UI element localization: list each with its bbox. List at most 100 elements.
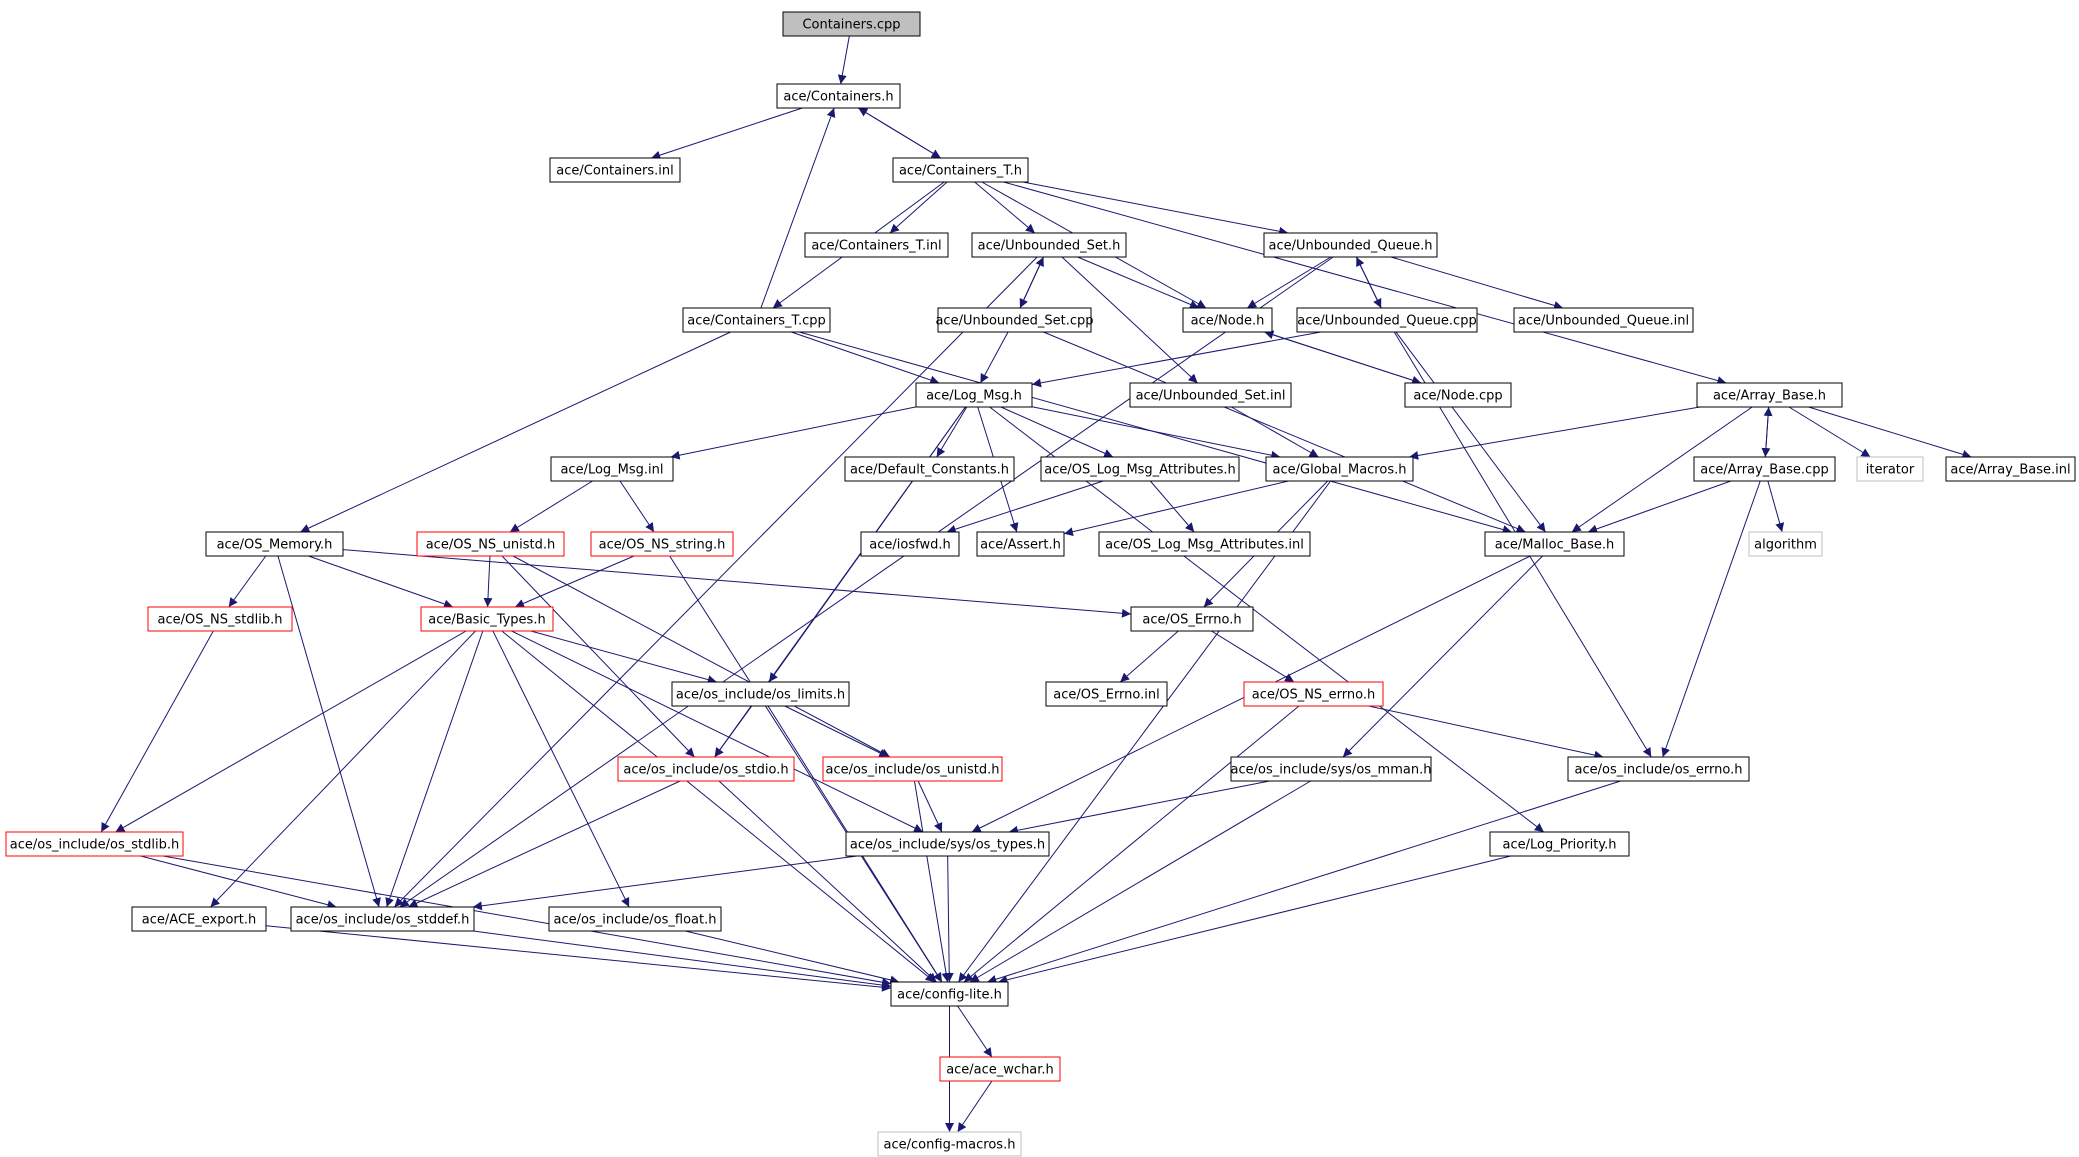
edge-n36-n47: [963, 705, 1300, 983]
node-ace-os-include-os-float-h[interactable]: ace/os_include/os_float.h: [548, 906, 722, 932]
node-ace-os-include-os-stddef-h[interactable]: ace/os_include/os_stddef.h: [290, 906, 475, 932]
edge-n32-n46: [492, 630, 630, 908]
node-ace-iosfwd-h[interactable]: ace/iosfwd.h: [860, 531, 960, 557]
node-box: [1696, 382, 1843, 408]
node-ace-default-constants-h[interactable]: ace/Default_Constants.h: [844, 456, 1015, 482]
node-ace-unbounded-set-inl[interactable]: ace/Unbounded_Set.inl: [1129, 382, 1292, 408]
edge-n34-n37: [714, 705, 753, 758]
node-ace-os-include-os-unistd-h[interactable]: ace/os_include/os_unistd.h: [822, 756, 1003, 782]
node-ace-os-log-msg-attributes-inl[interactable]: ace/OS_Log_Msg_Attributes.inl: [1098, 531, 1311, 557]
node-ace-os-include-os-errno-h[interactable]: ace/os_include/os_errno.h: [1567, 756, 1750, 782]
edge-n15-n19: [1409, 406, 1700, 460]
node-label: ace/Log_Msg.h: [926, 389, 1022, 404]
node-box: [1489, 831, 1630, 857]
node-box: [416, 531, 565, 557]
node-ace-node-cpp[interactable]: ace/Node.cpp: [1404, 382, 1512, 408]
node-ace-os-include-os-limits-h[interactable]: ace/os_include/os_limits.h: [671, 681, 850, 707]
edge-n12-n18: [1000, 406, 1114, 458]
edge-n12-n16: [670, 406, 917, 460]
node-ace-log-msg-h[interactable]: ace/Log_Msg.h: [915, 382, 1033, 408]
edge-n5-n9: [1077, 256, 1200, 309]
node-ace-config-macros-h[interactable]: ace/config-macros.h: [877, 1131, 1022, 1157]
edge-n15-n21: [1788, 406, 1871, 458]
edge-n37-n45: [408, 780, 681, 908]
node-ace-unbounded-queue-inl[interactable]: ace/Unbounded_Queue.inl: [1513, 307, 1694, 333]
node-ace-os-memory-h[interactable]: ace/OS_Memory.h: [205, 531, 344, 557]
edge-n6-n11: [1390, 256, 1564, 310]
node-ace-unbounded-queue-cpp[interactable]: ace/Unbounded_Queue.cpp: [1296, 307, 1478, 333]
edges-layer: [100, 35, 1972, 1133]
node-box: [1045, 681, 1168, 707]
node-ace-array-base-inl[interactable]: ace/Array_Base.inl: [1945, 456, 2076, 482]
edge-n37-n47: [718, 780, 937, 983]
node-ace-os-errno-inl[interactable]: ace/OS_Errno.inl: [1045, 681, 1168, 707]
edge-n25-n47: [669, 555, 943, 983]
node-ace-os-errno-h[interactable]: ace/OS_Errno.h: [1130, 606, 1254, 632]
node-ace-log-msg-inl[interactable]: ace/Log_Msg.inl: [550, 456, 674, 482]
edge-n24-n37: [501, 555, 695, 758]
node-ace-ace-export-h[interactable]: ace/ACE_export.h: [131, 906, 267, 932]
node-ace-config-lite-h[interactable]: ace/config-lite.h: [890, 981, 1009, 1007]
node-box: [1484, 531, 1625, 557]
edge-n12-n17: [936, 406, 968, 458]
edge-n16-n24: [509, 480, 593, 533]
node-box: [937, 307, 1092, 333]
node-label: ace/Containers_T.cpp: [687, 314, 825, 329]
node-ace-unbounded-queue-h[interactable]: ace/Unbounded_Queue.h: [1263, 232, 1438, 258]
node-ace-log-priority-h[interactable]: ace/Log_Priority.h: [1489, 831, 1630, 857]
node-ace-os-include-os-stdlib-h[interactable]: ace/os_include/os_stdlib.h: [5, 831, 184, 857]
edge-n20-n29: [1587, 480, 1732, 534]
node-label: ace/Malloc_Base.h: [1495, 538, 1615, 553]
node-label: ace/os_include/os_unistd.h: [825, 763, 999, 778]
edge-n39-n42: [1008, 780, 1270, 835]
node-ace-os-ns-errno-h[interactable]: ace/OS_NS_errno.h: [1243, 681, 1384, 707]
node-ace-global-macros-h[interactable]: ace/Global_Macros.h: [1265, 456, 1414, 482]
node-ace-os-include-sys-os-mman-h[interactable]: ace/os_include/sys/os_mman.h: [1230, 756, 1432, 782]
node-label: Containers.cpp: [802, 18, 900, 33]
node-box: [1856, 456, 1924, 482]
node-ace-containers-inl[interactable]: ace/Containers.inl: [549, 157, 681, 183]
node-ace-os-include-sys-os-types-h[interactable]: ace/os_include/sys/os_types.h: [845, 831, 1050, 857]
node-iterator[interactable]: iterator: [1856, 456, 1924, 482]
edge-n34-n38: [784, 705, 889, 758]
edge-n18-n28: [1149, 480, 1195, 533]
node-ace-array-base-cpp[interactable]: ace/Array_Base.cpp: [1693, 456, 1836, 482]
node-ace-os-log-msg-attributes-h[interactable]: ace/OS_Log_Msg_Attributes.h: [1040, 456, 1240, 482]
node-ace-malloc-base-h[interactable]: ace/Malloc_Base.h: [1484, 531, 1625, 557]
node-label: ace/os_include/os_float.h: [553, 913, 716, 928]
edge-n31-n41: [100, 630, 214, 833]
edge-n14-n9: [1264, 330, 1422, 384]
node-ace-basic-types-h[interactable]: ace/Basic_Types.h: [420, 606, 554, 632]
node-ace-containers-h[interactable]: ace/Containers.h: [776, 83, 901, 109]
node-ace-containers-t-cpp[interactable]: ace/Containers_T.cpp: [682, 307, 831, 333]
node-algorithm[interactable]: algorithm: [1748, 531, 1823, 557]
node-ace-unbounded-set-cpp[interactable]: ace/Unbounded_Set.cpp: [935, 307, 1094, 333]
node-ace-ace-wchar-h[interactable]: ace/ace_wchar.h: [939, 1056, 1061, 1082]
node-label: ace/Array_Base.cpp: [1700, 463, 1828, 478]
node-ace-os-ns-string-h[interactable]: ace/OS_NS_string.h: [590, 531, 734, 557]
node-ace-os-include-os-stdio-h[interactable]: ace/os_include/os_stdio.h: [617, 756, 795, 782]
node-containers-cpp: Containers.cpp: [782, 11, 921, 37]
node-label: ace/os_include/os_limits.h: [676, 688, 845, 703]
node-box: [550, 456, 674, 482]
edge-n3-n1: [858, 107, 941, 159]
node-box: [892, 157, 1029, 183]
node-label: ace/Unbounded_Queue.cpp: [1297, 314, 1476, 329]
node-ace-array-base-h[interactable]: ace/Array_Base.h: [1696, 382, 1843, 408]
node-box: [1513, 307, 1694, 333]
node-ace-assert-h[interactable]: ace/Assert.h: [976, 531, 1065, 557]
node-ace-os-ns-stdlib-h[interactable]: ace/OS_NS_stdlib.h: [147, 606, 293, 632]
node-ace-os-ns-unistd-h[interactable]: ace/OS_NS_unistd.h: [416, 531, 565, 557]
node-box: [1296, 307, 1478, 333]
node-label: ace/OS_NS_unistd.h: [426, 538, 556, 553]
node-ace-containers-t-h[interactable]: ace/Containers_T.h: [892, 157, 1029, 183]
edge-n32-n41: [115, 630, 467, 833]
node-label: ace/Containers.inl: [556, 164, 673, 179]
node-ace-node-h[interactable]: ace/Node.h: [1182, 307, 1273, 333]
edge-n42-n47: [944, 855, 954, 983]
edge-n20-n15: [1763, 406, 1773, 458]
node-ace-containers-t-inl[interactable]: ace/Containers_T.inl: [804, 232, 949, 258]
node-label: ace/Array_Base.inl: [1950, 463, 2070, 478]
node-label: ace/OS_Memory.h: [217, 538, 333, 553]
node-ace-unbounded-set-h[interactable]: ace/Unbounded_Set.h: [971, 232, 1127, 258]
